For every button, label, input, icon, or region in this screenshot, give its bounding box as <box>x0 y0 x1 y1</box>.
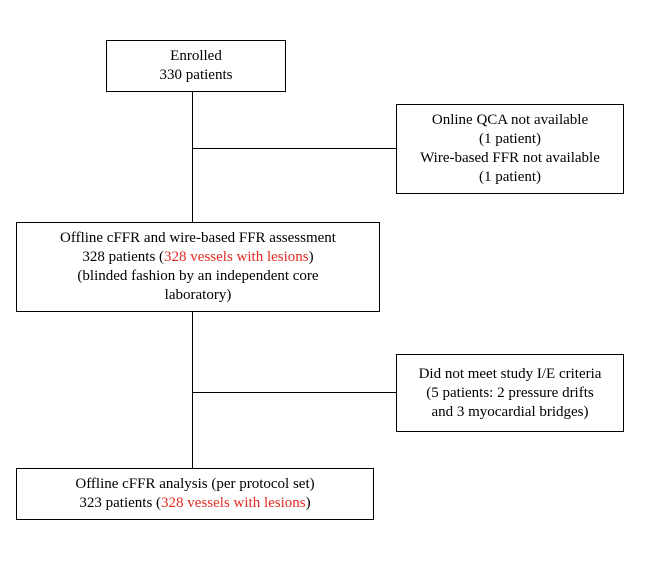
assessment-patients: 328 patients ( <box>82 249 165 265</box>
analysis-vessels-highlight: 328 vessels with lesions <box>161 495 306 511</box>
analysis-patients: 323 patients ( <box>79 495 162 511</box>
exclusion-1-line-1: Online QCA not available <box>431 112 589 128</box>
exclusion-box-1: Online QCA not available (1 patient) Wir… <box>396 104 624 194</box>
enrolled-label: Enrolled <box>170 48 222 64</box>
assessment-box: Offline cFFR and wire-based FFR assessme… <box>16 222 380 312</box>
analysis-line-1: Offline cFFR analysis (per protocol set) <box>75 476 315 492</box>
enrolled-box: Enrolled 330 patients <box>106 40 286 92</box>
enrolled-count: 330 patients <box>159 67 233 83</box>
assessment-vessels-highlight: 328 vessels with lesions <box>164 249 309 265</box>
assessment-line-1: Offline cFFR and wire-based FFR assessme… <box>60 230 336 246</box>
analysis-box: Offline cFFR analysis (per protocol set)… <box>16 468 374 520</box>
exclusion-1-line-3: Wire-based FFR not available <box>420 150 600 166</box>
exclusion-box-2: Did not meet study I/E criteria (5 patie… <box>396 354 624 432</box>
exclusion-2-line-2: (5 patients: 2 pressure drifts <box>426 384 594 401</box>
connector-enrolled-to-assessment <box>192 92 194 222</box>
exclusion-1-line-2: (1 patient) <box>478 131 542 147</box>
assessment-paren-close: ) <box>308 249 314 265</box>
connector-assessment-to-analysis <box>192 312 194 468</box>
analysis-paren-close: ) <box>305 495 311 511</box>
assessment-line-4: laboratory) <box>164 287 232 303</box>
exclusion-2-line-1: Did not meet study I/E criteria <box>418 365 602 382</box>
exclusion-2-line-3: and 3 myocardial bridges) <box>431 403 589 420</box>
connector-to-exclusion-2 <box>192 392 396 394</box>
assessment-line-3: (blinded fashion by an independent core <box>77 268 319 284</box>
exclusion-1-line-4: (1 patient) <box>478 169 542 185</box>
analysis-line-2: 323 patients (328 vessels with lesions) <box>79 494 310 513</box>
connector-to-exclusion-1 <box>192 148 396 150</box>
assessment-line-2: 328 patients (328 vessels with lesions) <box>82 248 313 267</box>
